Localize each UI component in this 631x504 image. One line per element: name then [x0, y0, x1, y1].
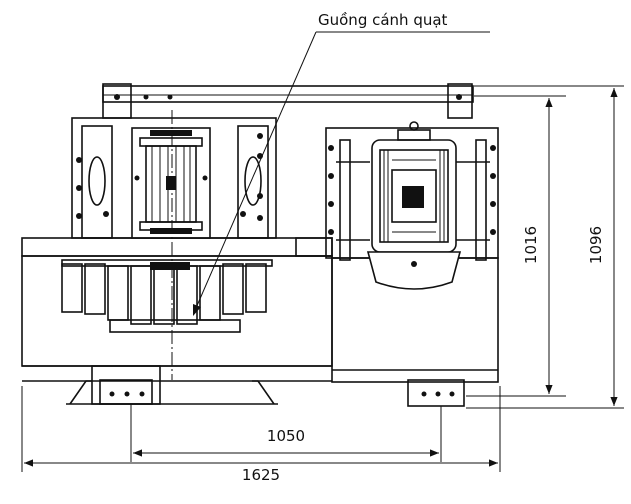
dim-inner-height: 1016	[522, 226, 540, 264]
dim-overall-height: 1096	[587, 226, 605, 264]
callout-label: Guồng cánh quạt	[318, 11, 448, 29]
dimension-lines	[21, 85, 624, 472]
callout-leader	[193, 31, 490, 316]
fan-assembly	[21, 83, 474, 405]
impeller-blades	[61, 259, 273, 333]
dim-inner-width: 1050	[267, 427, 305, 445]
motor-assembly	[325, 121, 499, 407]
cooling-fins	[383, 150, 445, 242]
dim-overall-width: 1625	[242, 466, 280, 484]
